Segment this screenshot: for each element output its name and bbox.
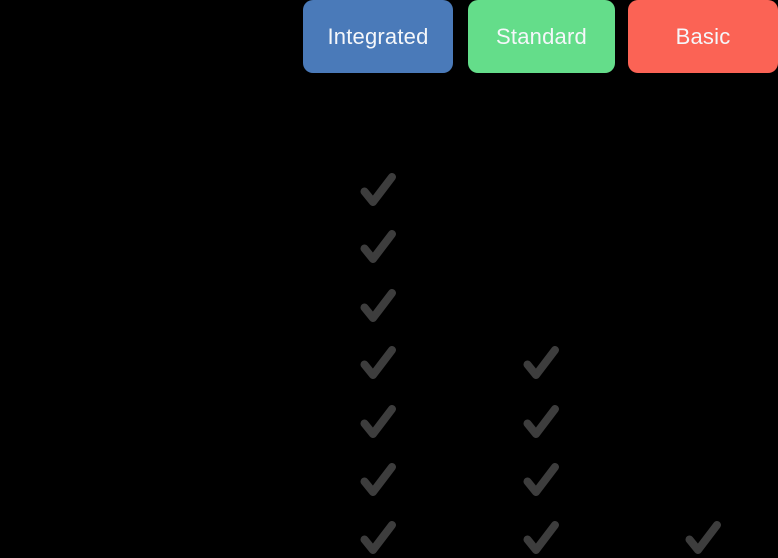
plan-header-label: Basic xyxy=(675,23,731,49)
check-icon xyxy=(522,519,560,557)
check-icon xyxy=(359,344,397,382)
check-icon xyxy=(359,287,397,325)
plan-header-integrated[interactable]: Integrated xyxy=(303,0,453,73)
check-icon xyxy=(522,461,560,499)
plan-header-label: Standard xyxy=(496,23,587,49)
check-icon xyxy=(522,403,560,441)
check-icon xyxy=(359,403,397,441)
check-icon xyxy=(359,519,397,557)
check-icon xyxy=(359,228,397,266)
plan-header-standard[interactable]: Standard xyxy=(468,0,615,73)
check-icon xyxy=(359,461,397,499)
check-icon xyxy=(684,519,722,557)
plan-header-label: Integrated xyxy=(327,23,429,49)
check-icon xyxy=(522,344,560,382)
plan-header-basic[interactable]: Basic xyxy=(628,0,778,73)
check-icon xyxy=(359,171,397,209)
